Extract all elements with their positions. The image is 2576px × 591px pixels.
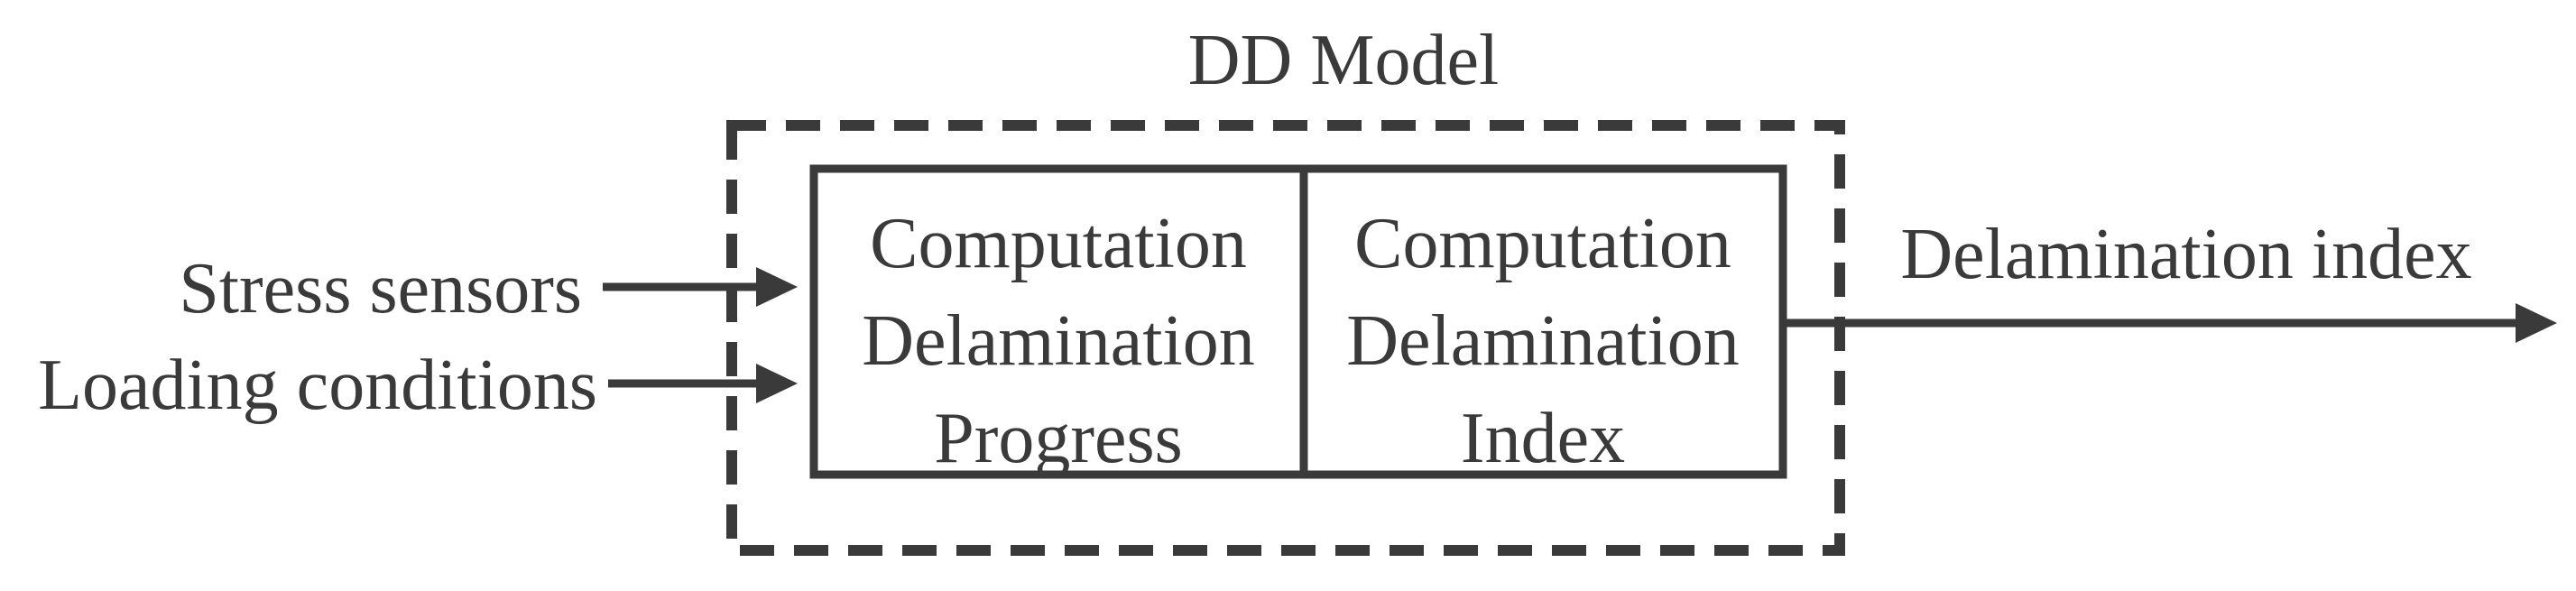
input-arrow-loading-conditions-right-arrow-icon bbox=[608, 364, 798, 403]
input-arrow-stress-sensors-right-arrow-icon bbox=[603, 267, 798, 307]
dd-model-dashed-box bbox=[726, 120, 1845, 556]
block-computation-delamination-index bbox=[1299, 164, 1787, 479]
block-1-line-3: Progress bbox=[934, 399, 1183, 478]
input-label-loading-conditions: Loading conditions bbox=[38, 346, 597, 425]
output-arrow-right-arrow-icon bbox=[1783, 303, 2557, 343]
block-2-line-1: Computation bbox=[1354, 204, 1731, 283]
block-2-line-2: Delamination bbox=[1346, 301, 1739, 381]
output-label-delamination-index: Delamination index bbox=[1900, 215, 2471, 294]
input-label-stress-sensors: Stress sensors bbox=[179, 249, 582, 328]
output-arrow-head bbox=[2516, 303, 2557, 343]
input-arrow-2-head bbox=[756, 364, 798, 403]
block-1-line-1: Computation bbox=[870, 204, 1247, 283]
diagram-title: DD Model bbox=[1188, 21, 1499, 100]
block-1-line-2: Delamination bbox=[862, 301, 1254, 381]
block-2-line-3: Index bbox=[1461, 399, 1625, 478]
input-arrow-1-head bbox=[756, 267, 798, 307]
